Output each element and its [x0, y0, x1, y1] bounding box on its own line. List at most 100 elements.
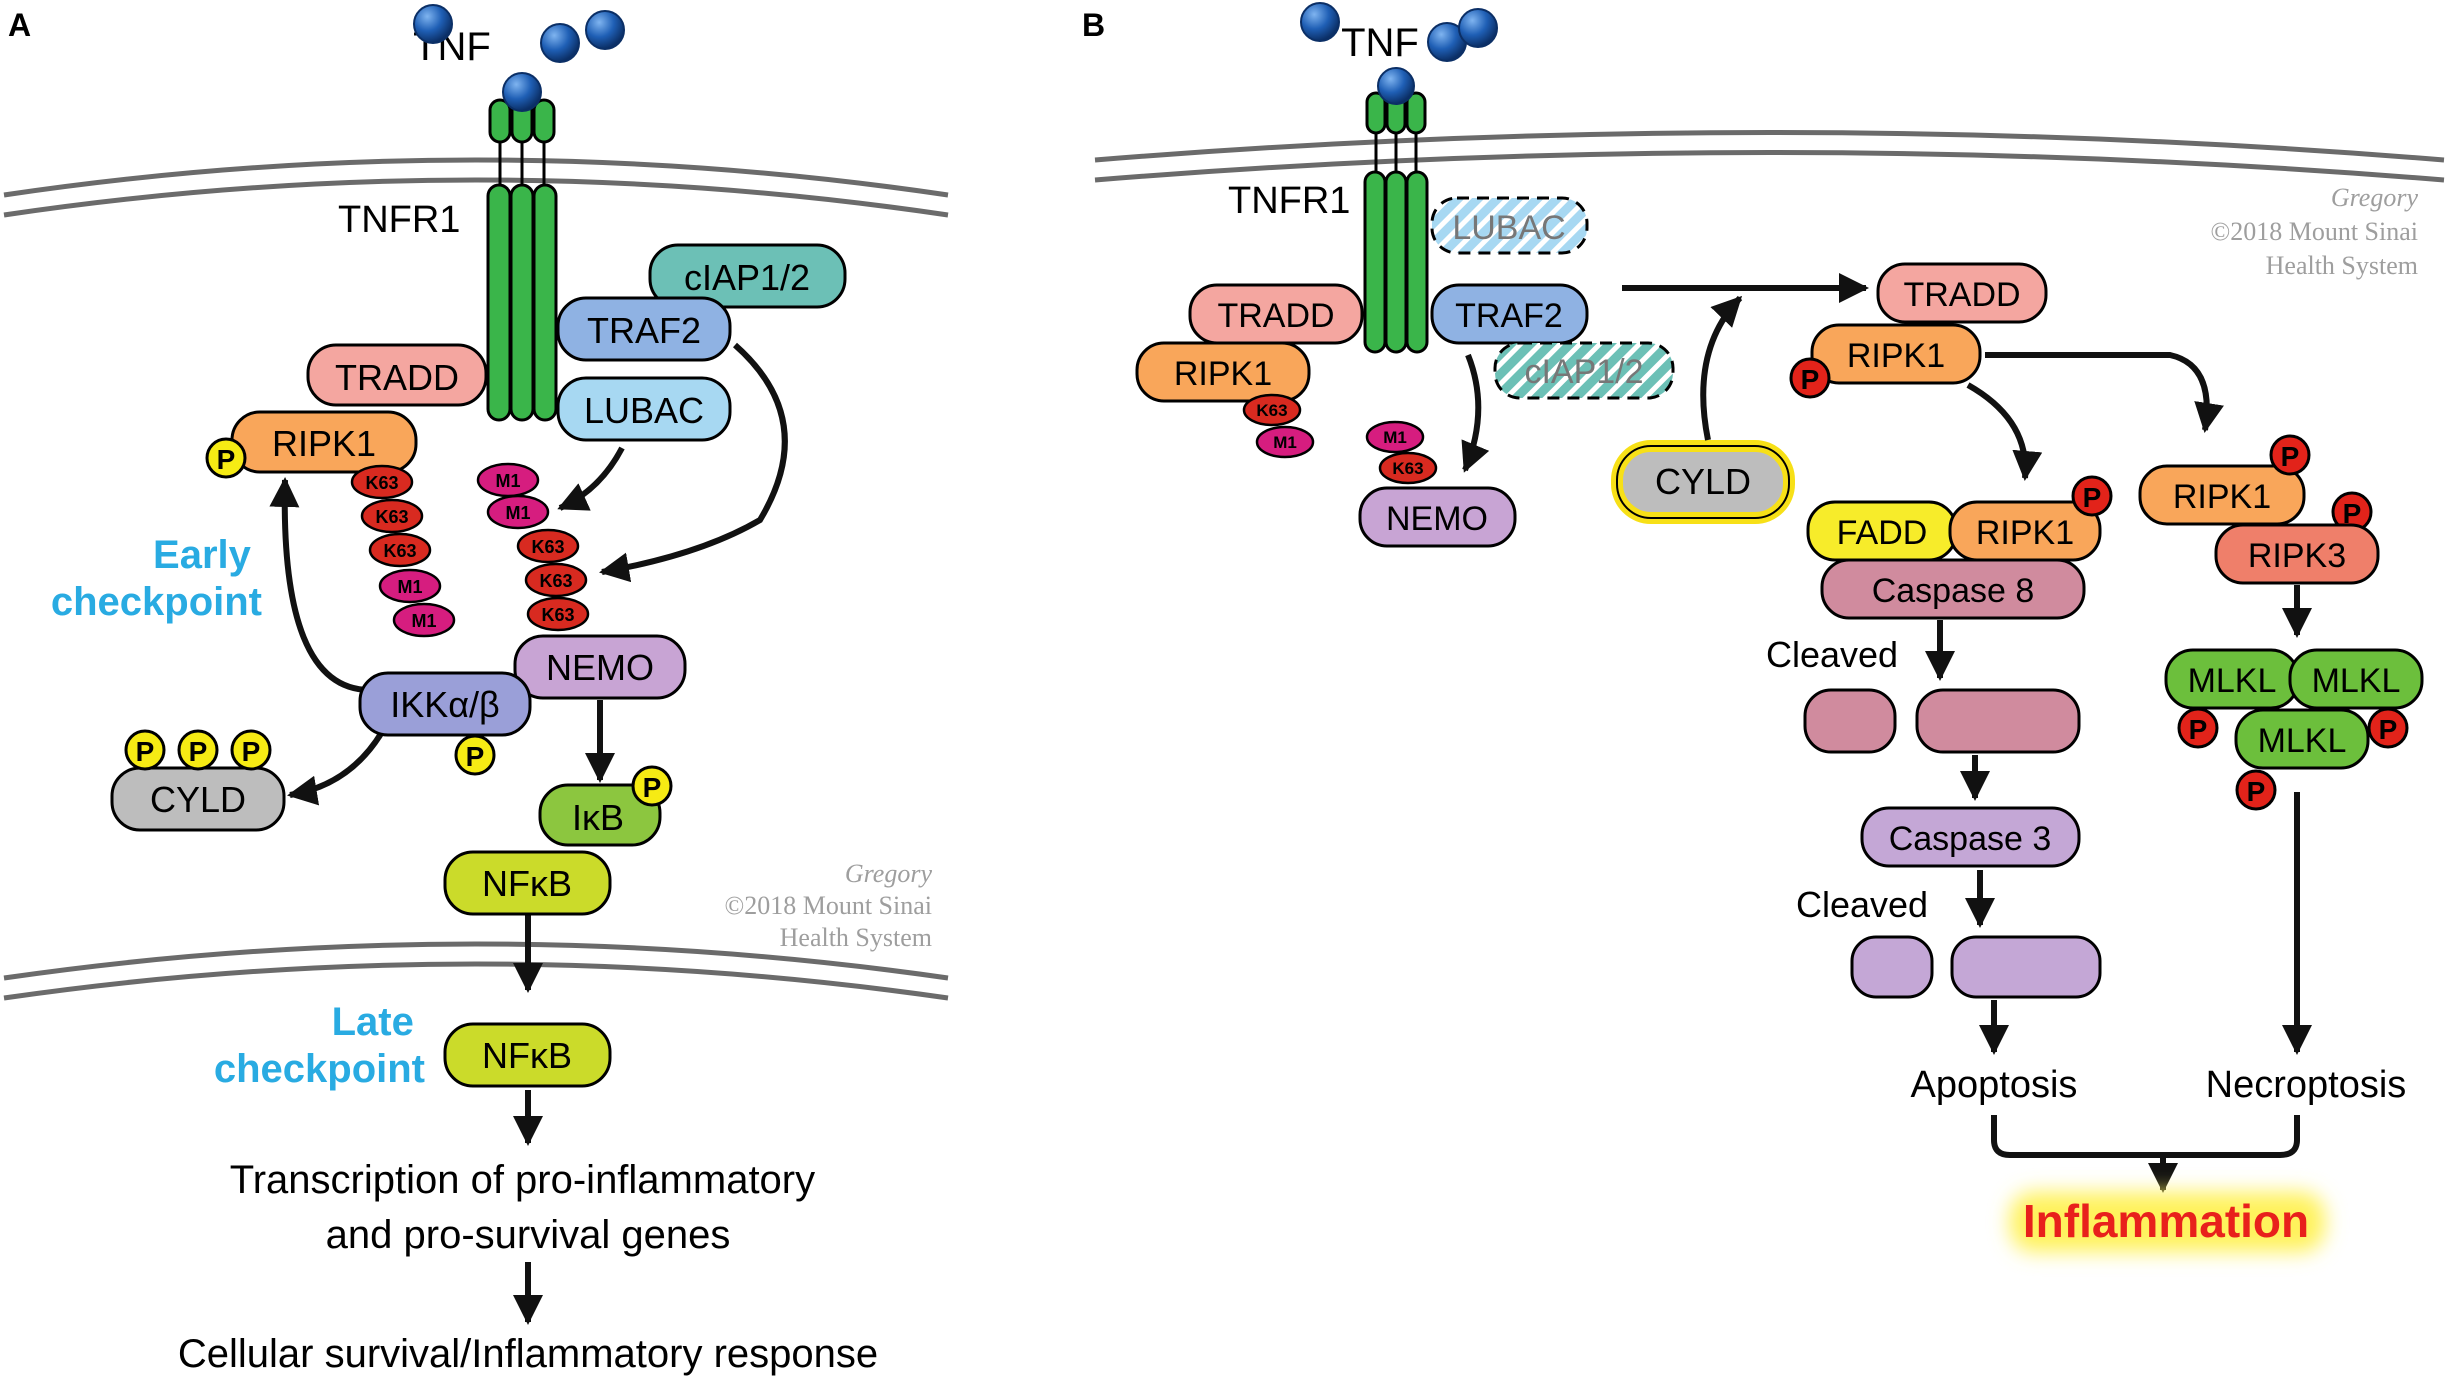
late-checkpoint-label: Late checkpoint: [214, 1000, 425, 1091]
phospho-icon: P: [454, 734, 496, 776]
traf2-label-b: TRAF2: [1455, 297, 1563, 335]
tnf-trimer-icon: [585, 10, 625, 50]
casp3-label: Caspase 3: [1889, 820, 2052, 858]
tnfr1-receptor-b: [1363, 91, 1429, 354]
inflammation-glow: [2010, 1192, 2325, 1252]
svg-text:P: P: [2379, 714, 2398, 745]
ripk1-box-b4: [2138, 464, 2306, 526]
svg-text:K63: K63: [539, 571, 572, 591]
svg-text:K63: K63: [531, 537, 564, 557]
cleaved-label-1: Cleaved: [1766, 634, 1898, 675]
svg-text:K63: K63: [375, 507, 408, 527]
apoptosis-label: Apoptosis: [1911, 1064, 2078, 1106]
necroptosis-label: Necroptosis: [2206, 1064, 2407, 1106]
svg-text:M1: M1: [411, 611, 436, 631]
svg-text:©2018 Mount Sinai: ©2018 Mount Sinai: [724, 891, 932, 920]
svg-text:P: P: [2083, 482, 2102, 513]
phospho-icon: P: [631, 765, 673, 807]
svg-text:P: P: [2343, 498, 2362, 529]
svg-text:Health System: Health System: [780, 923, 932, 952]
phospho-icon: P P P: [2177, 707, 2409, 811]
svg-text:P: P: [242, 736, 261, 767]
cell-membrane-b: [1094, 130, 2445, 183]
svg-text:MLKL: MLKL: [2188, 662, 2277, 700]
svg-text:K63: K63: [383, 541, 416, 561]
ciap-label: cIAP1/2: [684, 257, 810, 298]
phospho-icon: P P P: [124, 729, 272, 771]
tnf-trimer-icon: [413, 4, 453, 44]
tnf-trimer-icon: [540, 23, 580, 63]
svg-text:P: P: [2247, 776, 2266, 807]
nemo-box: [513, 634, 687, 700]
ripk3-label: RIPK3: [2248, 537, 2346, 575]
mlkl-oligomer: MLKL MLKL MLKL: [2164, 648, 2424, 770]
panel-b-label: B: [1082, 7, 1105, 43]
tnf-trimer-icon: [1300, 2, 1340, 42]
cyld-box-b-outline: [1616, 445, 1790, 519]
ikk-label: IKKα/β: [390, 684, 500, 725]
ikb-label: IκB: [572, 797, 624, 838]
svg-text:K63: K63: [541, 605, 574, 625]
nemo-ubiquitin-chain-b: M1 K63: [1365, 420, 1438, 485]
nemo-box-b: [1358, 486, 1517, 548]
svg-text:MLKL: MLKL: [2258, 722, 2347, 760]
nfkb-nuclear-label: NFκB: [482, 1035, 572, 1076]
nfkb-label: NFκB: [482, 863, 572, 904]
phospho-icon: P: [205, 437, 247, 479]
svg-text:MLKL: MLKL: [2312, 662, 2401, 700]
ripk1-label-b2: RIPK1: [1847, 337, 1945, 375]
svg-text:M1: M1: [1383, 428, 1407, 447]
panel-a-label: A: [8, 7, 31, 43]
nemo-label-b: NEMO: [1386, 500, 1488, 538]
svg-text:K63: K63: [1256, 401, 1287, 420]
ripk1-box-b: [1135, 341, 1311, 403]
ripk1-label-b4: RIPK1: [2173, 478, 2271, 516]
svg-text:K63: K63: [1392, 459, 1423, 478]
ripk1-box-b2: [1810, 323, 1982, 385]
tradd-label-b: TRADD: [1217, 297, 1334, 335]
tnf-label-b: TNF: [1341, 21, 1419, 65]
watermark-b: Gregory ©2018 Mount Sinai Health System: [2210, 183, 2418, 280]
ripk1-ubiquitin-chain-b: K63 M1: [1242, 393, 1315, 459]
panel-a-arrows: [269, 342, 788, 1325]
svg-text:K63: K63: [365, 473, 398, 493]
svg-text:©2018 Mount Sinai: ©2018 Mount Sinai: [2210, 217, 2418, 246]
outcome-label: Cellular survival/Inflammatory response: [178, 1332, 878, 1376]
ripk1-ubiquitin-chain: K63 K63 K63 M1 M1: [350, 464, 456, 638]
nuclear-membrane: [3, 941, 949, 1001]
svg-text:Health System: Health System: [2266, 251, 2418, 280]
ikb-box: [538, 783, 662, 847]
svg-text:P: P: [1801, 364, 1820, 395]
casp8-box: [1820, 558, 2086, 620]
svg-text:M1: M1: [1273, 433, 1297, 452]
ikk-box: [358, 671, 532, 737]
svg-text:P: P: [466, 741, 485, 772]
panel-a: A TNF TNFR1 cIAP1/: [3, 4, 949, 1376]
svg-text:P: P: [643, 772, 662, 803]
tradd-label-b2: TRADD: [1903, 276, 2020, 314]
cyld-label-b: CYLD: [1655, 461, 1751, 502]
ciap-box-b: [1493, 341, 1675, 400]
tnf-bound-icon: [502, 72, 542, 112]
watermark-a: Gregory ©2018 Mount Sinai Health System: [724, 859, 932, 952]
panel-b-arrows: [1461, 273, 2312, 1055]
convergence-line: [1991, 1115, 2300, 1158]
tnf-trimer-icon: [1458, 8, 1498, 48]
phospho-icon: P: [2071, 475, 2113, 517]
lubac-box: [556, 376, 732, 442]
tnfr1-receptor: [486, 98, 558, 422]
tradd-box: [306, 343, 488, 407]
ciap-label-b: cIAP1/2: [1524, 353, 1643, 391]
ripk1-label-b3: RIPK1: [1976, 514, 2074, 552]
traf2-label: TRAF2: [587, 310, 701, 351]
transcription-label: Transcription of pro-inflammatory and pr…: [230, 1158, 827, 1257]
ripk1-label: RIPK1: [272, 423, 376, 464]
svg-text:M1: M1: [495, 471, 520, 491]
svg-text:P: P: [136, 736, 155, 767]
nemo-label: NEMO: [546, 647, 654, 688]
svg-text:M1: M1: [505, 503, 530, 523]
svg-text:P: P: [2281, 441, 2300, 472]
cell-membrane: [3, 157, 949, 218]
ciap-box: [648, 243, 847, 309]
